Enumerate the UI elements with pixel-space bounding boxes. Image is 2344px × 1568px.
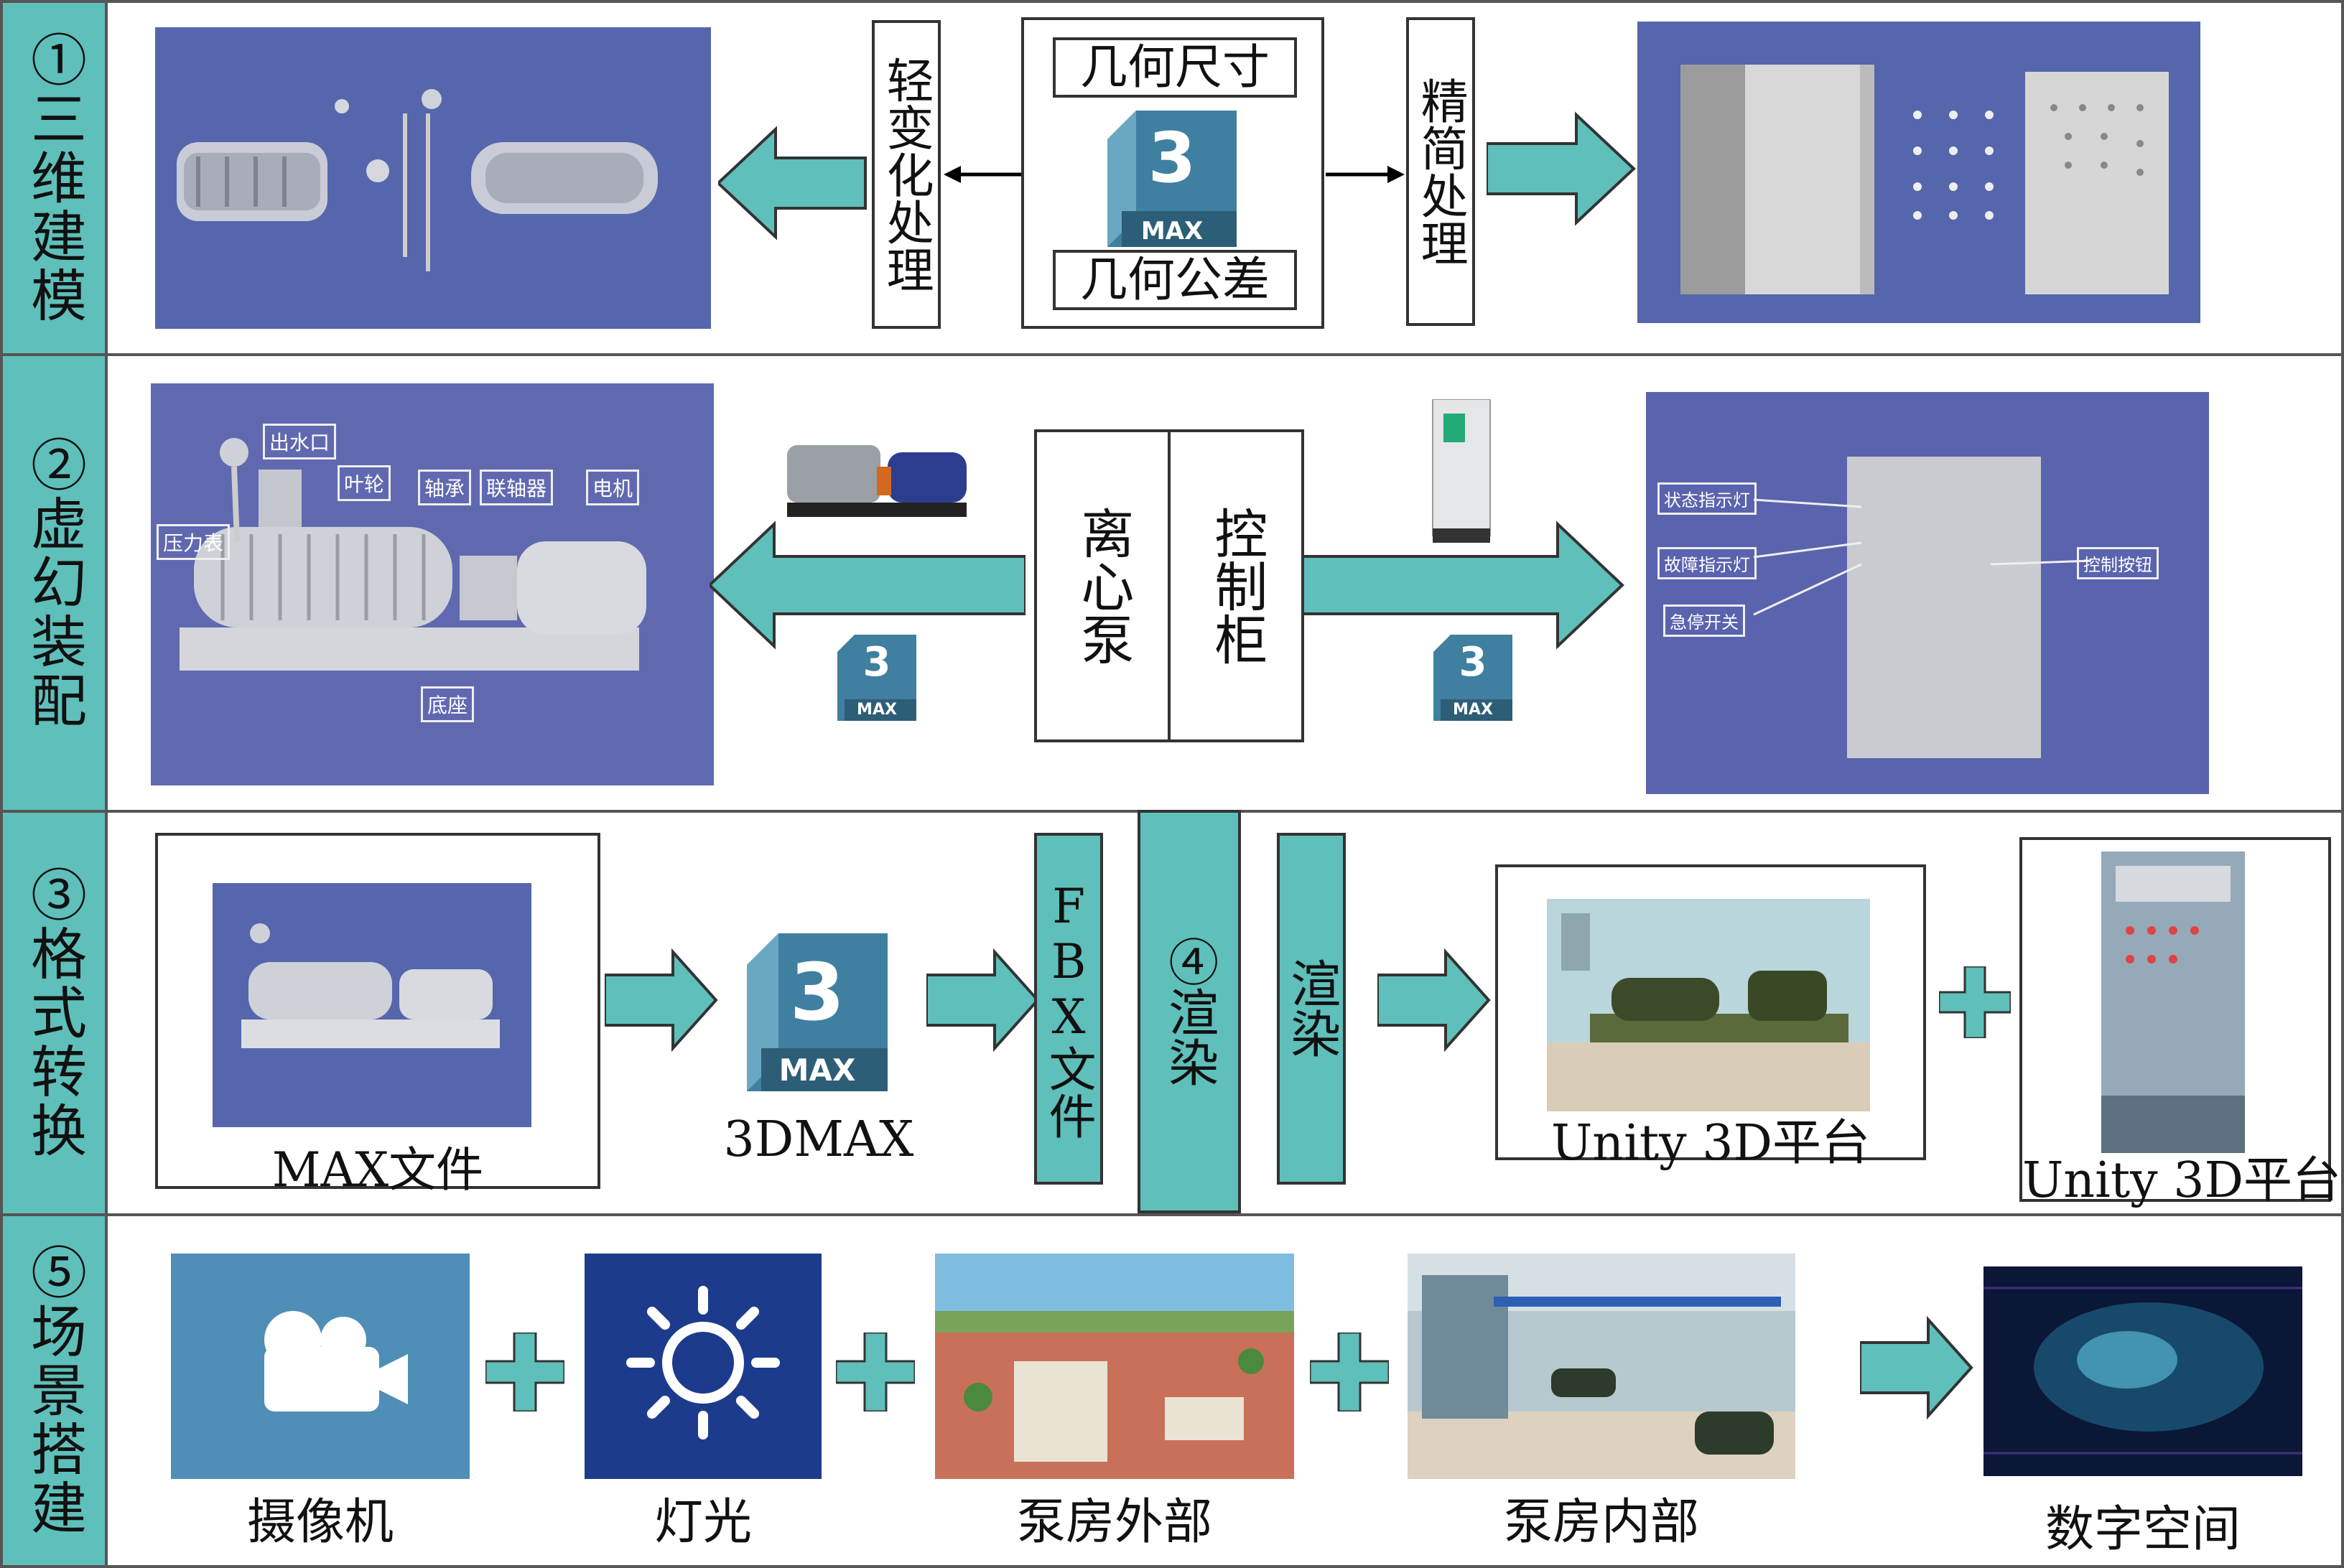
arrow-right-3c xyxy=(1377,946,1492,1054)
exploded-pump-image xyxy=(177,89,658,271)
unity-cabinet-image xyxy=(2101,851,2245,1153)
light-caption: 灯光 xyxy=(654,1494,752,1551)
row-label-5: ⑤场景搭建 xyxy=(3,1216,108,1565)
interior-tile xyxy=(1408,1254,1795,1479)
digital-world-image xyxy=(1983,1266,2302,1476)
pump-label-bearing: 轴承 xyxy=(418,470,472,505)
unity-caption-2: Unity 3D平台 xyxy=(2022,1152,2341,1209)
row-label-1: ①三维建模 xyxy=(3,3,108,353)
arrow-right-2 xyxy=(1303,517,1626,653)
simplify-process-box: 精简处理 xyxy=(1406,17,1475,326)
centrifugal-pump-box: 离心泵 xyxy=(1034,429,1171,742)
arrow-left-1 xyxy=(718,122,869,244)
render-box: 渲染 xyxy=(1277,833,1346,1185)
digital-space-tile xyxy=(1983,1266,2302,1476)
row-label-3: ③格式转换 xyxy=(3,813,108,1213)
pump-parts-panel xyxy=(155,27,711,329)
max-file-caption: MAX文件 xyxy=(271,1142,484,1198)
pump-label-outlet: 出水口 xyxy=(263,424,337,459)
pump-label-base: 底座 xyxy=(421,686,475,722)
unity-cabinet-box: Unity 3D平台 xyxy=(2019,837,2341,1209)
cabinet-label-fault: 故障指示灯 xyxy=(1657,547,1757,579)
interior-scene-image xyxy=(1408,1254,1795,1479)
row-label-2: ②虚幻装配 xyxy=(3,356,108,810)
fbx-file-box: FBX文件 xyxy=(1034,833,1103,1185)
pump-assembly-image xyxy=(180,438,646,671)
arrow-right-3b xyxy=(926,946,1041,1054)
arrow-left-2 xyxy=(710,517,1026,653)
pump-label-gauge: 压力表 xyxy=(157,524,231,560)
camera-caption: 摄像机 xyxy=(246,1494,394,1551)
pump-photo xyxy=(787,424,967,517)
3dmax-logo: 3 MAX xyxy=(747,933,888,1091)
light-tile xyxy=(585,1254,822,1479)
cabinet-parts-panel xyxy=(1637,22,2200,323)
exterior-caption: 泵房外部 xyxy=(1016,1494,1212,1551)
render-step-box: ④渲染 xyxy=(1138,810,1241,1213)
cabinet-label-button: 控制按钮 xyxy=(2077,547,2159,579)
cabinet-assembly-image xyxy=(1753,457,2092,758)
interior-caption: 泵房内部 xyxy=(1503,1494,1699,1551)
cabinet-photo xyxy=(1429,399,1494,543)
max-logo-icon: 3 MAX xyxy=(1107,111,1237,247)
pump-assembly-panel xyxy=(151,383,714,785)
arrow-right-1 xyxy=(1487,108,1637,230)
max-source-box: 几何尺寸 3 MAX 几何公差 xyxy=(1021,17,1324,329)
camera-tile xyxy=(171,1254,470,1479)
sun-icon xyxy=(626,1286,780,1439)
cabinet-label-status: 状态指示灯 xyxy=(1657,482,1757,515)
plus-icon-5b xyxy=(836,1333,915,1411)
plus-icon-5c xyxy=(1310,1333,1389,1411)
geometry-tolerance-box: 几何公差 xyxy=(1053,250,1297,310)
cabinet-label-estop: 急停开关 xyxy=(1663,605,1745,637)
geometry-size-box: 几何尺寸 xyxy=(1053,37,1297,98)
max-file-image xyxy=(213,883,531,1127)
max-logo-small-right: 3 MAX xyxy=(1433,635,1512,721)
pump-label-impeller: 叶轮 xyxy=(338,465,391,501)
max-logo-small-left: 3 MAX xyxy=(837,635,916,721)
plus-icon-3 xyxy=(1939,966,2011,1038)
plus-icon-5a xyxy=(485,1333,564,1411)
exploded-cabinet-image xyxy=(1680,65,2169,294)
unity-pump-box: Unity 3D平台 xyxy=(1495,864,1926,1172)
light-change-process-box: 轻变化处理 xyxy=(872,20,941,329)
unity-caption-1: Unity 3D平台 xyxy=(1551,1115,1870,1172)
exterior-tile xyxy=(935,1254,1294,1479)
max-file-box: MAX文件 xyxy=(155,833,600,1198)
cabinet-assembly-panel xyxy=(1646,392,2209,794)
control-cabinet-box: 控制柜 xyxy=(1168,429,1304,742)
thin-arrow-left xyxy=(944,164,1023,185)
camera-icon xyxy=(264,1311,408,1411)
pump-label-coupling: 联轴器 xyxy=(480,470,554,505)
arrow-right-5 xyxy=(1860,1314,1975,1422)
exterior-scene-image xyxy=(935,1311,1294,1479)
thin-arrow-right xyxy=(1326,164,1405,185)
unity-pump-image xyxy=(1547,899,1870,1111)
pump-label-motor: 电机 xyxy=(586,470,640,505)
arrow-right-3a xyxy=(605,946,720,1054)
digital-space-caption: 数字空间 xyxy=(2045,1501,2241,1558)
3dmax-caption: 3DMAX xyxy=(723,1111,914,1168)
